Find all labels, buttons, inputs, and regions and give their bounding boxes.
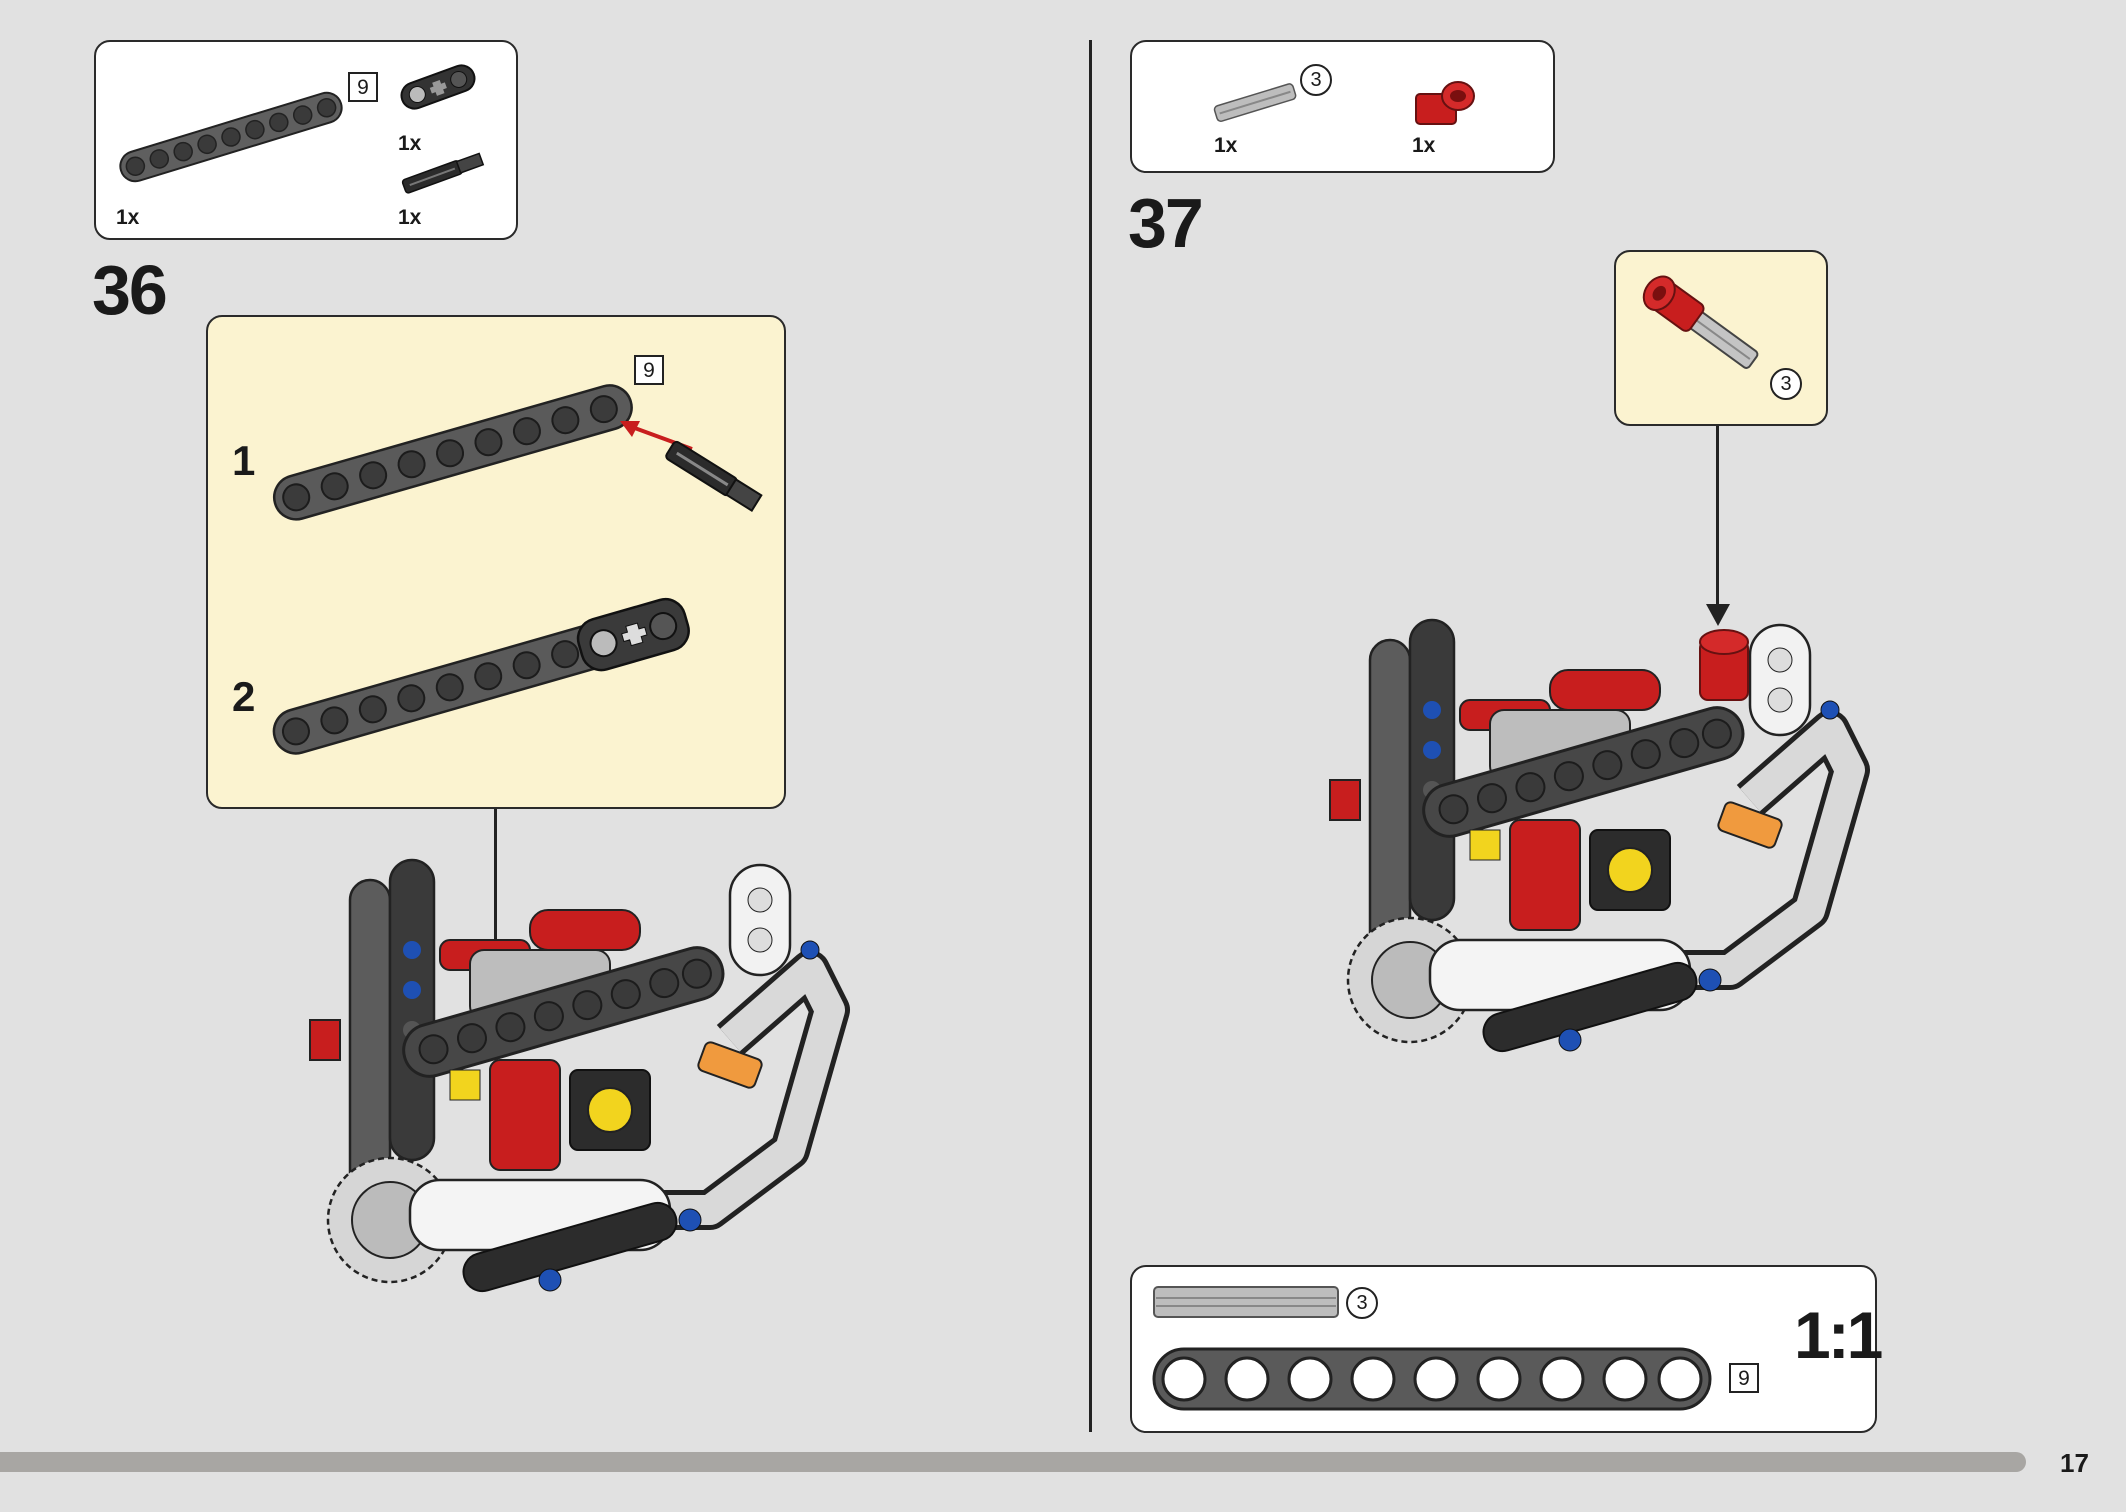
axle-connector-red-icon (1415, 81, 1475, 125)
length-label: 3 (1346, 1287, 1378, 1319)
parts-list-panel: 3 1x 1x (1130, 40, 1555, 173)
model-assembly-36 (309, 858, 850, 1293)
progress-bar (0, 1452, 2026, 1472)
axle-3-gray-icon (1213, 83, 1297, 122)
beam-with-connector-icon (272, 597, 690, 755)
parts-list-panel: 9 1x 1x 1x (94, 40, 518, 240)
beam-9-dark-gray-icon (1152, 1347, 1712, 1411)
part-qty: 1x (398, 206, 422, 229)
axle-pin-black-icon (665, 440, 763, 512)
scale-reference-panel: 3 9 1:1 (1130, 1265, 1883, 1433)
page-number: 17 (2060, 1448, 2089, 1478)
model-assembly-37 (1329, 618, 1870, 1053)
axle-pin-black-icon (401, 152, 485, 194)
callout-pointer-line (1716, 426, 1719, 616)
length-label: 9 (634, 355, 664, 385)
axle-with-connector-icon (1642, 275, 1759, 369)
arrow-down-icon (1706, 604, 1730, 626)
sub-assembly-callout: 1 2 9 (206, 315, 786, 809)
page-divider (1089, 40, 1092, 1432)
length-label: 9 (348, 72, 378, 102)
sub-assembly-callout: 3 (1614, 250, 1828, 426)
step-number: 37 (1128, 184, 1204, 262)
substep-number: 1 (232, 437, 256, 484)
beam-9-dark-gray-icon (272, 384, 633, 521)
part-qty: 1x (398, 132, 422, 155)
beam-9-dark-gray-icon (119, 91, 343, 183)
axle-3-gray-icon (1153, 1286, 1339, 1318)
substep-number: 2 (232, 673, 256, 720)
part-qty: 1x (1214, 134, 1238, 157)
part-qty: 1x (116, 206, 140, 229)
length-label: 3 (1300, 64, 1332, 96)
part-qty: 1x (1412, 134, 1436, 157)
length-label: 9 (1729, 1363, 1759, 1393)
scale-text: 1:1 (1794, 1298, 1883, 1372)
length-label: 3 (1770, 368, 1802, 400)
connector-black-icon (400, 64, 476, 110)
callout-pointer-line (494, 809, 497, 1021)
step-number: 36 (92, 251, 168, 329)
